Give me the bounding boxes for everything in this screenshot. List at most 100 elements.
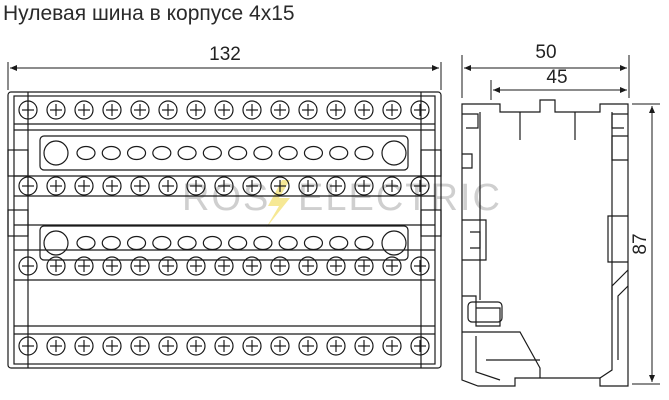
screw-icon xyxy=(158,100,178,120)
terminal-hole xyxy=(354,235,374,251)
screw-icon xyxy=(158,256,178,276)
terminal-hole xyxy=(278,235,298,251)
screw-icon xyxy=(410,256,430,276)
screw-icon xyxy=(74,100,94,120)
dimension-height-label: 87 xyxy=(630,233,651,254)
screw-icon xyxy=(74,256,94,276)
screw-icon xyxy=(74,176,94,196)
dimension-width-label: 132 xyxy=(209,44,241,65)
terminal-hole xyxy=(303,235,324,251)
screw-icon xyxy=(46,336,66,356)
screw-icon xyxy=(102,176,122,196)
screw-icon xyxy=(130,336,150,356)
screw-icon xyxy=(102,256,122,276)
screw-icon xyxy=(242,336,262,356)
front-view: 132 xyxy=(7,44,442,369)
screw-icon xyxy=(326,100,346,120)
screw-icon xyxy=(18,336,38,356)
screw-icon xyxy=(270,256,290,276)
terminal-hole xyxy=(228,235,248,251)
screw-icon xyxy=(298,336,318,356)
screw-icon xyxy=(242,100,262,120)
screw-icon xyxy=(130,100,150,120)
terminal-hole xyxy=(76,235,96,251)
screw-icon xyxy=(158,336,178,356)
screw-icon xyxy=(410,336,430,356)
screw-icon xyxy=(158,176,178,196)
screw-icon xyxy=(326,336,346,356)
screw-icon xyxy=(382,256,402,276)
screw-icon xyxy=(298,176,318,196)
dimension-rail-label: 45 xyxy=(546,67,567,88)
mounting-hole xyxy=(43,230,69,256)
dimension-depth-label: 50 xyxy=(535,42,556,63)
terminal-hole xyxy=(278,145,298,161)
screw-icon xyxy=(382,100,402,120)
side-view: 50 45 87 xyxy=(461,42,660,387)
screw-icon xyxy=(186,176,206,196)
screw-icon xyxy=(242,176,262,196)
screw-icon xyxy=(326,256,346,276)
screw-icon xyxy=(186,100,206,120)
screw-icon xyxy=(46,176,66,196)
screw-icon xyxy=(382,336,402,356)
terminal-hole xyxy=(329,145,349,161)
screw-icon xyxy=(214,100,234,120)
terminal-hole xyxy=(354,145,374,161)
terminal-hole xyxy=(253,235,273,251)
terminal-hole xyxy=(177,145,197,161)
terminal-hole xyxy=(329,235,349,251)
watermark: ROS ELECTRIC xyxy=(182,177,502,228)
screw-icon xyxy=(214,256,234,276)
screw-icon xyxy=(186,336,206,356)
screw-icon xyxy=(382,176,402,196)
screw-icon xyxy=(214,176,234,196)
terminal-hole xyxy=(253,145,273,161)
screw-icon xyxy=(410,176,430,196)
screw-icon xyxy=(74,336,94,356)
screw-icon xyxy=(354,336,374,356)
mounting-hole xyxy=(381,230,407,256)
terminal-hole xyxy=(101,235,121,251)
screw-icon xyxy=(298,100,318,120)
terminal-hole xyxy=(152,235,172,251)
terminal-hole xyxy=(177,235,197,251)
screw-icon xyxy=(298,256,318,276)
screw-icon xyxy=(270,176,290,196)
screw-icon xyxy=(186,256,206,276)
terminal-hole xyxy=(303,145,324,161)
screw-icon xyxy=(46,100,66,120)
terminal-holes xyxy=(43,140,407,256)
screw-icon xyxy=(242,256,262,276)
terminal-hole xyxy=(126,145,147,161)
screw-icon xyxy=(354,100,374,120)
screw-icon xyxy=(326,176,346,196)
screw-icon xyxy=(102,336,122,356)
bolt-icon xyxy=(266,180,290,228)
screw-icon xyxy=(214,336,234,356)
terminal-hole xyxy=(202,145,222,161)
screw-icon xyxy=(270,336,290,356)
terminal-hole xyxy=(202,235,222,251)
screw-icon xyxy=(18,256,38,276)
screw-icon xyxy=(354,176,374,196)
screw-icon xyxy=(130,256,150,276)
terminal-hole xyxy=(228,145,248,161)
screw-icon xyxy=(354,256,374,276)
watermark-left: ROS xyxy=(182,177,270,219)
terminal-hole xyxy=(126,235,147,251)
watermark-right: ELECTRIC xyxy=(298,177,502,219)
screw-icon xyxy=(410,100,430,120)
terminal-hole xyxy=(76,145,96,161)
page-title: Нулевая шина в корпусе 4x15 xyxy=(3,2,295,25)
mounting-hole xyxy=(43,140,69,166)
screw-icon xyxy=(270,100,290,120)
screw-icon xyxy=(130,176,150,196)
terminal-hole xyxy=(101,145,121,161)
screw-icon xyxy=(102,100,122,120)
mounting-hole xyxy=(381,140,407,166)
screw-icon xyxy=(18,100,38,120)
terminal-hole xyxy=(152,145,172,161)
screw-icon xyxy=(46,256,66,276)
